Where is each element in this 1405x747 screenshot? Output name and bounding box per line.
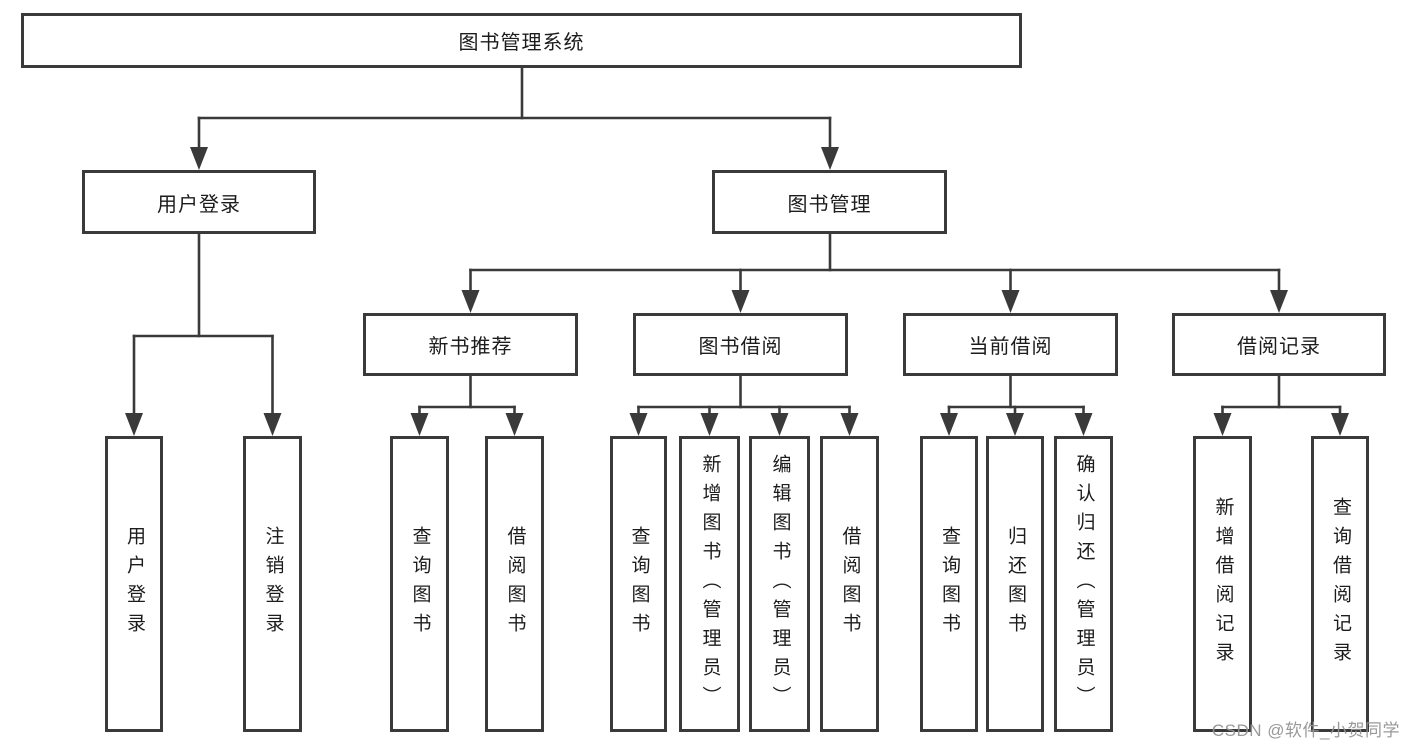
node-label: 图书管理系统: [458, 32, 585, 54]
node-label: 当前借阅: [968, 336, 1053, 358]
node-label: 借阅图书: [839, 526, 861, 642]
leaf-recommend-query-book: 查询图书: [390, 436, 449, 732]
leaf-current-query-book: 查询图书: [920, 436, 978, 732]
node-label: 确认归还（管理员）: [1073, 453, 1095, 715]
csdn-watermark: CSDN @软件_小贺同学: [1211, 721, 1400, 740]
node-book-management: 图书管理: [712, 170, 947, 234]
leaf-current-confirm-return-admin: 确认归还（管理员）: [1054, 436, 1113, 732]
node-label: 用户登录: [157, 193, 241, 216]
node-label: 借阅图书: [504, 526, 526, 642]
node-library-management-system: 图书管理系统: [21, 13, 1022, 68]
node-label: 新增借阅记录: [1212, 497, 1234, 671]
arrowheads: [125, 147, 1349, 436]
leaf-user-login: 用户登录: [105, 436, 163, 732]
node-label: 借阅记录: [1237, 336, 1321, 358]
leaf-borrowing-edit-book-admin: 编辑图书（管理员）: [749, 436, 810, 732]
node-borrowing-records: 借阅记录: [1172, 313, 1386, 376]
node-label: 图书借阅: [698, 336, 783, 358]
node-new-book-recommendation: 新书推荐: [363, 313, 578, 376]
node-label: 查询借阅记录: [1329, 497, 1351, 671]
node-label: 归还图书: [1004, 526, 1026, 642]
node-label: 图书管理: [787, 193, 872, 216]
node-label: 新增图书（管理员）: [699, 453, 721, 715]
node-user-login: 用户登录: [82, 170, 316, 234]
leaf-borrowing-query-book: 查询图书: [610, 436, 667, 732]
leaf-current-return-book: 归还图书: [986, 436, 1044, 732]
node-label: 查询图书: [628, 526, 650, 642]
node-label: 用户登录: [123, 526, 145, 642]
node-label: 注销登录: [262, 526, 284, 642]
leaf-records-add-borrow-record: 新增借阅记录: [1193, 436, 1252, 732]
node-current-borrowing: 当前借阅: [903, 313, 1118, 376]
node-label: 新书推荐: [428, 336, 513, 358]
leaf-recommend-borrow-book: 借阅图书: [485, 436, 544, 732]
node-label: 查询图书: [938, 526, 960, 642]
leaf-borrowing-add-book-admin: 新增图书（管理员）: [679, 436, 740, 732]
node-label: 查询图书: [409, 526, 431, 642]
node-label: 编辑图书（管理员）: [769, 453, 791, 715]
leaf-borrowing-borrow-book: 借阅图书: [820, 436, 879, 732]
node-book-borrowing: 图书借阅: [633, 313, 848, 376]
leaf-records-query-borrow-record: 查询借阅记录: [1311, 436, 1369, 732]
leaf-logout: 注销登录: [243, 436, 302, 732]
